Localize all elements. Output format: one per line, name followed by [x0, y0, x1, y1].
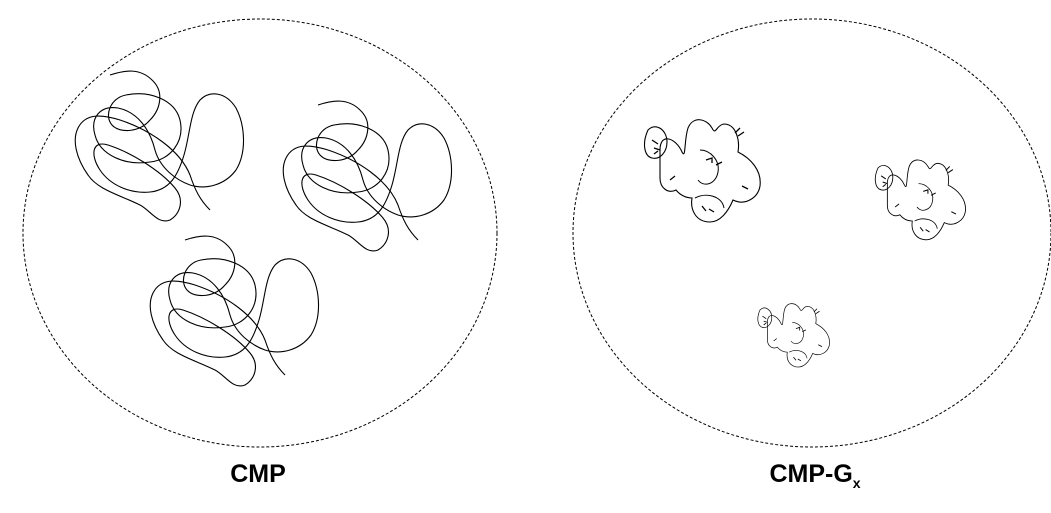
right-container-outline [572, 18, 1051, 448]
cmp-label: CMP [158, 460, 358, 489]
cmp-gx-aggregate-3 [757, 303, 830, 368]
cmp-gx-label-text: CMP-G [769, 460, 853, 488]
cmp-gx-aggregate-1 [643, 119, 761, 223]
cmp-coil-2 [282, 100, 453, 252]
cmp-gx-label: CMP-Gx [715, 460, 915, 491]
left-container-outline [22, 18, 498, 448]
cmp-coil-1 [74, 70, 245, 222]
cmp-coil-3 [149, 235, 320, 387]
cmp-label-text: CMP [230, 460, 286, 488]
cmp-gx-aggregate-2 [874, 159, 967, 241]
cmp-gx-label-subscript: x [852, 475, 861, 491]
